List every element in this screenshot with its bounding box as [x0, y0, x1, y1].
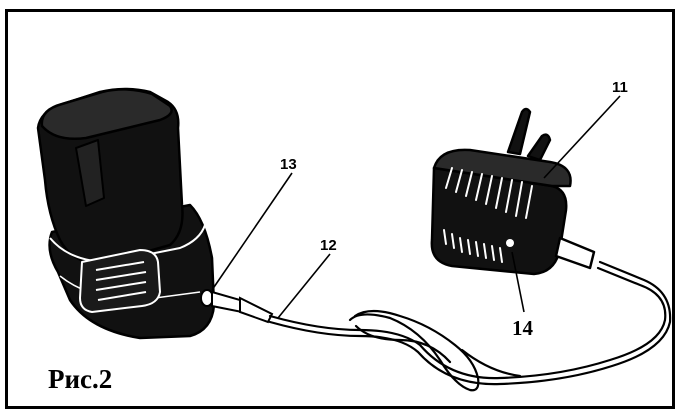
leader-lines: [211, 95, 621, 319]
callout-plug: 13: [280, 156, 297, 173]
battery-pack: [36, 87, 216, 340]
callout-indicator: 14: [512, 316, 533, 340]
figure-caption: Рис.2: [48, 364, 113, 394]
charger-cable: [268, 260, 672, 392]
figure-frame: [5, 9, 675, 409]
charger-vents-top: [445, 167, 533, 219]
callout-charger: 11: [612, 79, 628, 96]
callout-cable: 12: [320, 237, 337, 254]
charger-vents-side: [443, 229, 503, 263]
cable-plug: [211, 290, 274, 324]
